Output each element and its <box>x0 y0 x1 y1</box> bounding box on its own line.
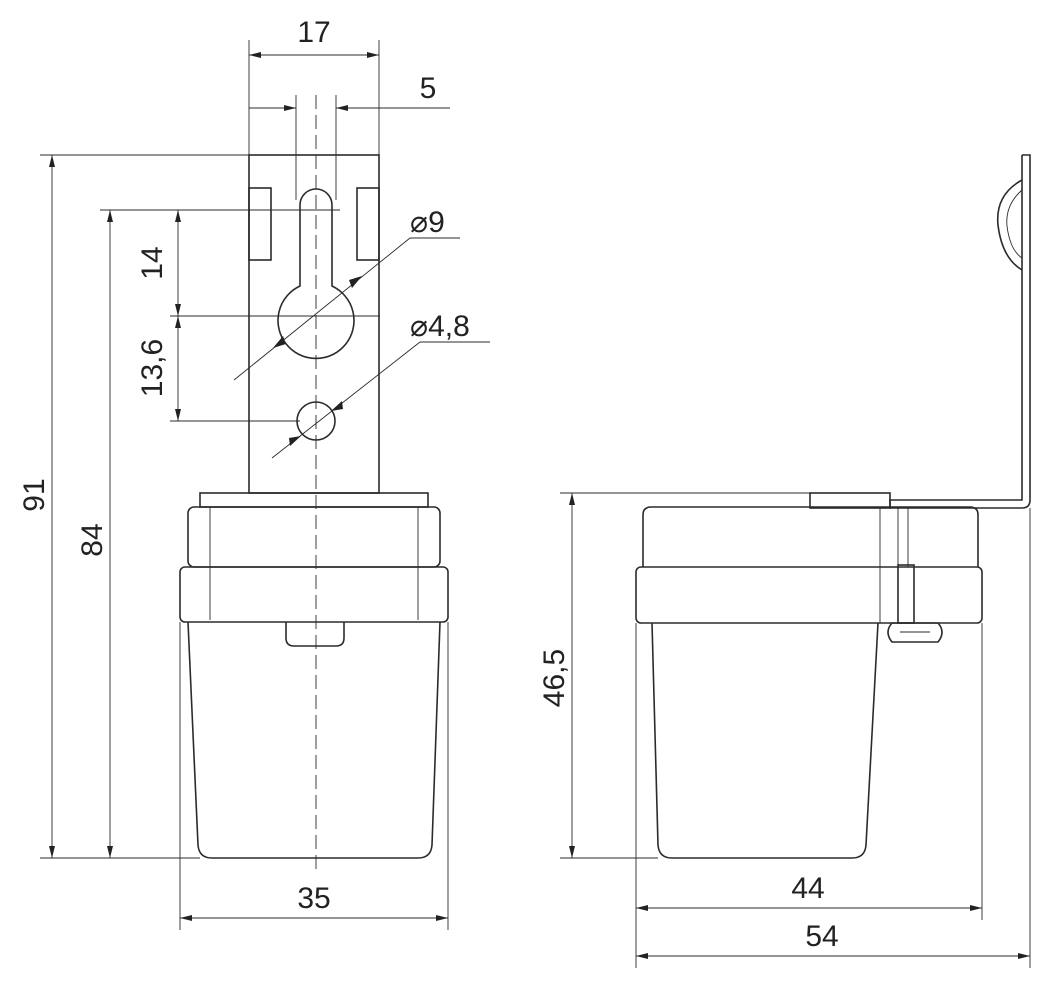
dim-total-height: 91 <box>18 478 51 511</box>
front-bracket-plate <box>248 154 380 494</box>
side-dimensions: 46,5 44 54 <box>538 492 1031 968</box>
dim-slot-offset: 5 <box>420 72 437 105</box>
dim-side-height: 46,5 <box>538 649 571 707</box>
bracket-left-slot <box>248 187 272 261</box>
front-lower-body <box>187 621 441 859</box>
dim-front-width: 35 <box>297 882 330 915</box>
dim-hole-spacing: 13,6 <box>136 339 169 397</box>
dim-side-width: 44 <box>791 872 824 905</box>
side-cap-body <box>642 506 979 567</box>
side-clip <box>897 564 915 624</box>
side-lower-body <box>651 622 879 859</box>
side-cap-top-tab <box>809 492 891 509</box>
side-cap-ring <box>635 566 983 624</box>
dim-large-hole: ⌀9 <box>410 206 445 239</box>
dim-bracket-width: 17 <box>297 16 330 49</box>
front-cap-ring <box>179 566 449 623</box>
dim-slot-length: 14 <box>136 246 169 279</box>
front-view <box>179 95 449 870</box>
dim-small-hole: ⌀4,8 <box>410 310 470 343</box>
dim-total-width: 54 <box>805 920 838 953</box>
side-bracket-curl <box>996 179 1023 271</box>
side-view <box>635 154 1031 859</box>
dim-mount-height: 84 <box>76 523 109 556</box>
front-cap-top <box>199 492 429 508</box>
bracket-right-slot <box>356 187 380 261</box>
front-cap-body <box>187 506 441 568</box>
side-screw <box>887 622 943 643</box>
keyhole-slot <box>277 188 355 360</box>
side-bracket-curl-inner <box>1006 189 1023 259</box>
front-latch-tab <box>285 622 345 647</box>
front-dimensions: 17 5 ⌀9 ⌀4,8 14 13,6 91 84 <box>18 16 490 930</box>
